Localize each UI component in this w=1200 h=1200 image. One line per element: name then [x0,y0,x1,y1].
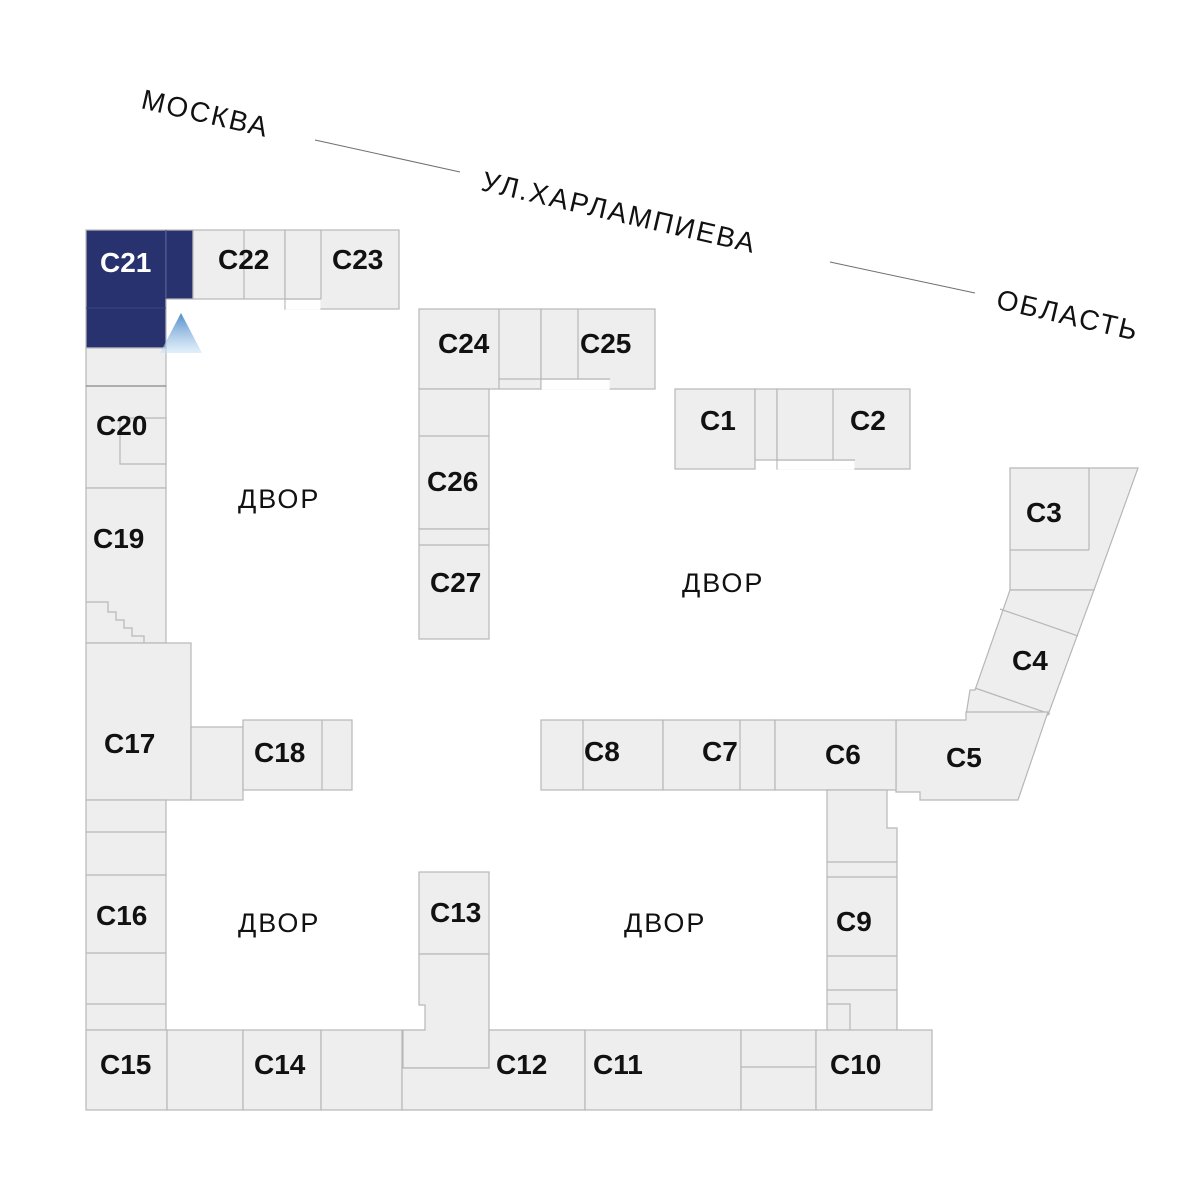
middle-row [540,719,897,791]
section-c18-building[interactable] [242,719,353,791]
section-c16-label[interactable]: С16 [96,900,147,931]
center-south-column [402,871,490,1069]
section-c21-label[interactable]: С21 [100,247,151,278]
section-labels: С21 С22 С23 С24 С25 С1 С2 С20 С26 С3 С19… [93,244,1062,1080]
section-c22-label[interactable]: С22 [218,244,269,275]
section-c1-building[interactable] [674,388,756,470]
section-c3-building[interactable] [1009,467,1139,591]
section-c9-label[interactable]: С9 [836,906,872,937]
section-c23-building[interactable] [284,229,400,310]
east-column [826,789,898,1033]
section-c14-annex[interactable] [166,1029,244,1111]
east-wing [895,467,1139,801]
center-north-block [418,308,656,640]
section-c1-label[interactable]: С1 [700,405,736,436]
section-c27-building[interactable] [418,528,490,640]
section-c21-building[interactable] [165,229,194,300]
section-c8-building[interactable] [540,719,664,791]
section-c27-label[interactable]: С27 [430,567,481,598]
section-c15-label[interactable]: С15 [100,1049,151,1080]
section-c18-label[interactable]: С18 [254,737,305,768]
section-c25-label[interactable]: С25 [580,328,631,359]
section-c14-label[interactable]: С14 [254,1049,306,1080]
section-c5-building[interactable] [895,711,1049,801]
section-c24-label[interactable]: С24 [438,328,490,359]
section-c8-label[interactable]: С8 [584,736,620,767]
section-c21-building[interactable] [85,229,167,349]
section-c2-building[interactable] [776,388,911,470]
section-c10-label[interactable]: С10 [830,1049,881,1080]
section-c16-building[interactable] [85,799,167,1031]
section-c25-building[interactable] [540,308,656,390]
section-c10-building[interactable] [815,1029,933,1111]
section-c17-annex[interactable] [190,726,244,801]
street-city-label: МОСКВА [139,84,273,143]
section-c15-building[interactable] [85,1029,168,1111]
street-line-segment [314,139,461,173]
section-c17-label[interactable]: С17 [104,728,155,759]
section-c23-label[interactable]: С23 [332,244,383,275]
section-c14-annex[interactable] [320,1029,403,1111]
section-c13-label[interactable]: С13 [430,897,481,928]
street-region-label: ОБЛАСТЬ [994,284,1143,347]
entrance-marker-icon[interactable] [160,313,202,353]
street-name-label: УЛ.ХАРЛАМПИЕВА [479,166,760,259]
section-c1-annex[interactable] [754,388,778,461]
section-c11-building[interactable] [584,1029,742,1111]
section-c6-label[interactable]: С6 [825,739,861,770]
section-c11-label[interactable]: С11 [593,1049,643,1080]
north-row [192,229,400,310]
street-line-segment [829,261,976,294]
section-c13-annex[interactable] [402,953,490,1069]
section-c3-label[interactable]: С3 [1026,497,1062,528]
section-c19-building[interactable] [85,487,167,644]
section-c17-building[interactable] [85,642,192,801]
yard-label-northeast: ДВОР [682,568,764,598]
section-c2-label[interactable]: С2 [850,405,886,436]
section-c7-building[interactable] [662,719,776,791]
section-c26-building[interactable] [418,388,490,530]
section-c12-label[interactable]: С12 [496,1049,547,1080]
northeast-block [674,388,911,470]
section-c7-label[interactable]: С7 [702,736,738,767]
section-c10-annex[interactable] [740,1029,817,1111]
section-c20-label[interactable]: С20 [96,410,147,441]
section-c26-label[interactable]: С26 [427,466,478,497]
west-wing [85,229,353,1031]
yard-label-southeast: ДВОР [624,908,706,938]
section-c22-building[interactable] [192,229,286,300]
section-c5-label[interactable]: С5 [946,742,982,773]
section-c19-label[interactable]: С19 [93,523,144,554]
section-c4-label[interactable]: С4 [1012,645,1048,676]
yard-label-southwest: ДВОР [238,908,320,938]
south-row [85,1029,933,1111]
yard-label-northwest: ДВОР [238,484,320,514]
